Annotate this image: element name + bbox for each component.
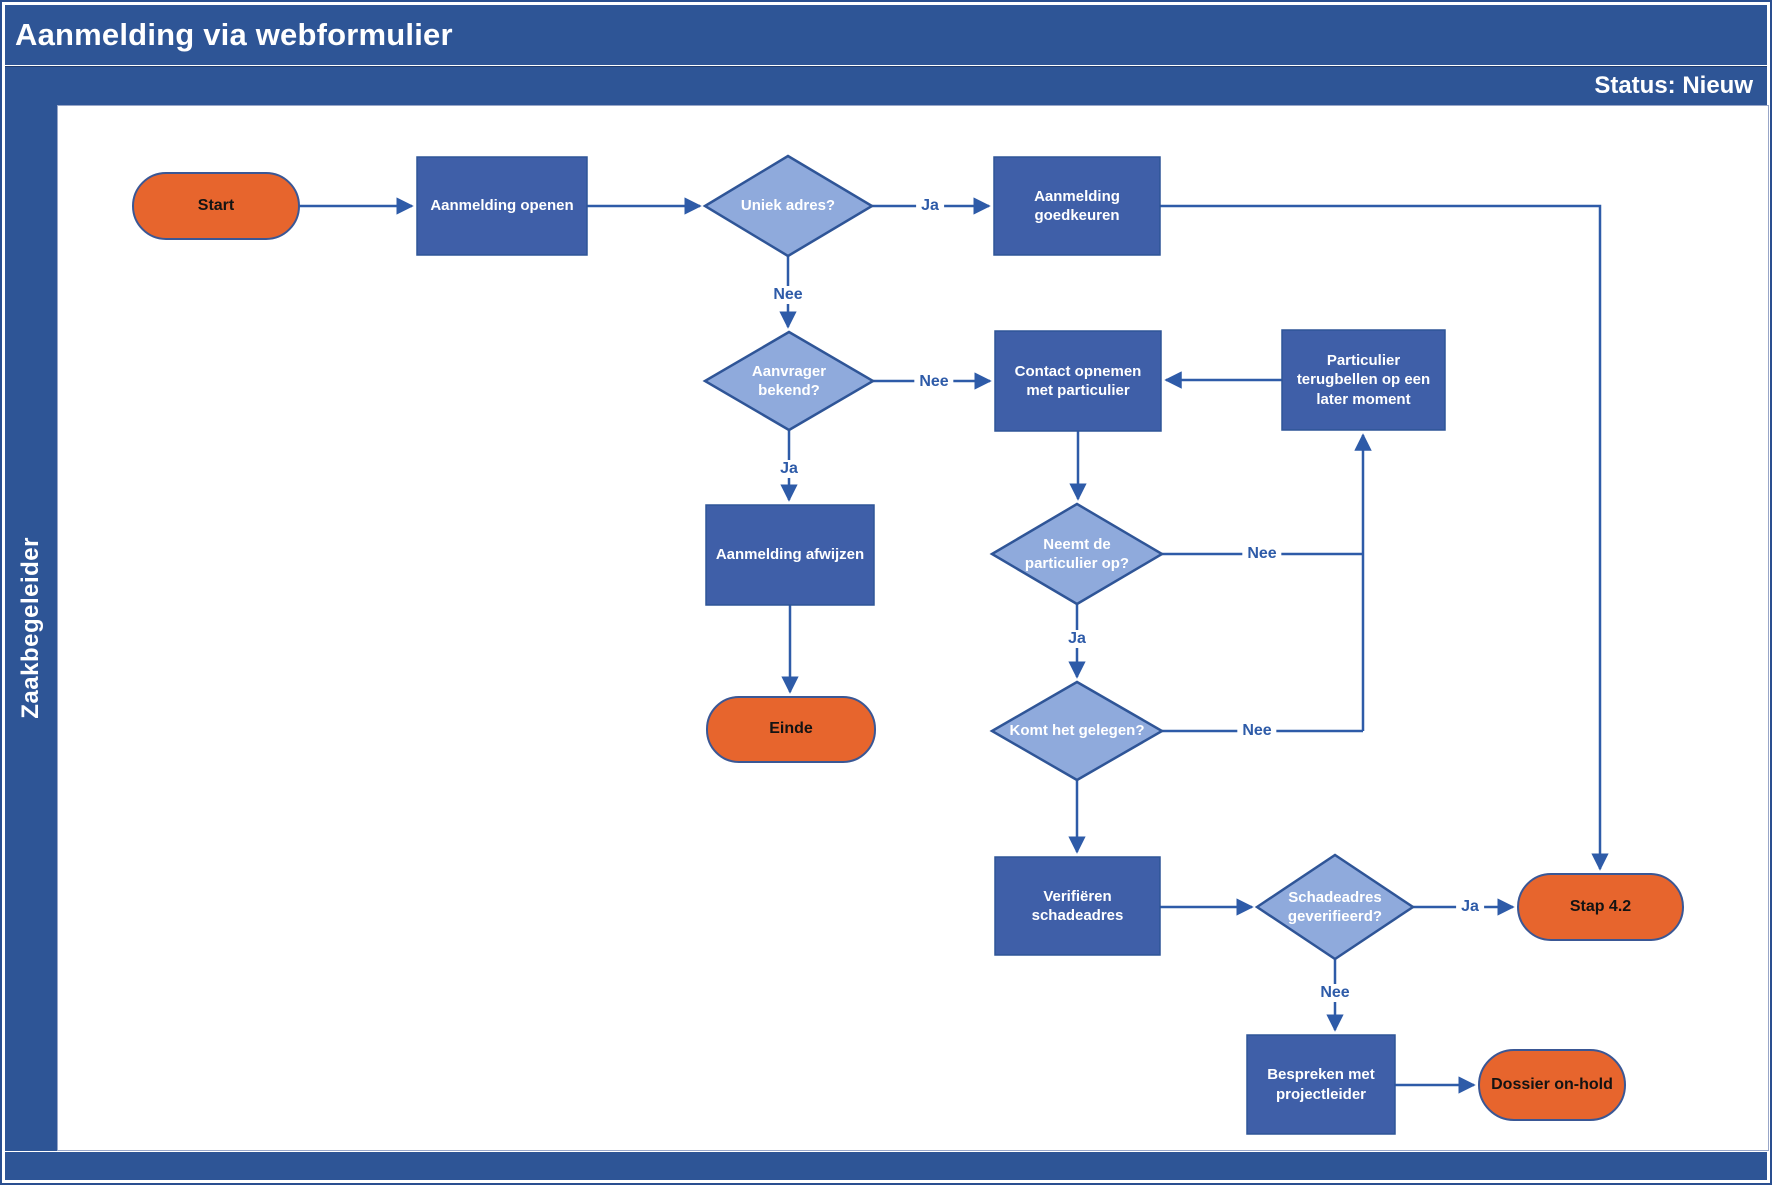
uniek-adres-node: Uniek adres? — [740, 197, 836, 215]
edge-label-neemt-ja: Ja — [1063, 630, 1091, 648]
terminator-group — [132, 172, 1684, 1121]
neemt-particulier-shape — [989, 502, 1165, 606]
edge-label-aanvrager-nee: Nee — [914, 373, 954, 391]
flowchart-canvas — [57, 105, 1769, 1151]
komt-gelegen-node: Komt het gelegen? — [1009, 722, 1145, 740]
stap42-node-shape — [1517, 873, 1684, 941]
connector-group — [299, 197, 1609, 1094]
bespreken-projectleider-node: Bespreken met projectleider — [1267, 1066, 1375, 1103]
contact-opnemen-shape — [994, 330, 1162, 432]
edge-label-uniek-nee: Nee — [768, 286, 808, 304]
edge-label-aanvrager-ja: Ja — [775, 460, 803, 478]
edge-label-schade-ja: Ja — [1456, 898, 1484, 916]
aanmelding-openen-shape — [416, 156, 588, 256]
aanvrager-bekend-shape — [702, 330, 876, 432]
edge-label-neemt-nee: Nee — [1242, 545, 1282, 563]
start-node: Start — [197, 196, 235, 214]
edge-goedkeuren-stap42 — [1160, 204, 1609, 871]
aanmelding-afwijzen-node: Aanmelding afwijzen — [715, 546, 865, 564]
particulier-terugbellen-node: Particulier terugbellen op een later mom… — [1296, 351, 1431, 408]
neemt-particulier-node: Neemt de particulier op? — [1024, 535, 1130, 573]
particulier-terugbellen-shape — [1281, 329, 1446, 431]
edge-label-schade-nee: Nee — [1315, 984, 1355, 1002]
schadeadres-geverifieerd-node: Schadeadres geverifieerd? — [1287, 888, 1383, 926]
status-badge: Status: Nieuw — [1594, 72, 1753, 99]
edge-label-uniek-ja: Ja — [916, 197, 944, 215]
aanmelding-openen-node: Aanmelding openen — [430, 197, 574, 215]
title-bar: Aanmelding via webformulier — [5, 5, 1767, 65]
status-bar: Status: Nieuw — [5, 66, 1767, 105]
einde-node: Einde — [769, 720, 813, 738]
stap42-node: Stap 4.2 — [1569, 897, 1632, 915]
aanmelding-goedkeuren-node: Aanmelding goedkeuren — [1034, 187, 1120, 225]
komt-gelegen-shape — [989, 680, 1165, 782]
page-title: Aanmelding via webformulier — [15, 17, 453, 52]
uniek-adres-shape — [702, 154, 875, 258]
einde-node-shape — [706, 696, 876, 763]
schadeadres-geverifieerd-shape — [1254, 853, 1416, 961]
process-group — [416, 156, 1446, 1135]
edge-label-komt-nee: Nee — [1237, 722, 1277, 740]
bespreken-projectleider-shape — [1246, 1034, 1396, 1135]
verifieren-schadeadres-shape — [994, 856, 1161, 956]
aanmelding-goedkeuren-shape — [993, 156, 1161, 256]
dossier-node-shape — [1478, 1049, 1626, 1121]
decision-group — [702, 154, 1416, 961]
verifieren-schadeadres-node: Verifiëren schadeadres — [1031, 887, 1124, 925]
dossier-on-hold-node: Dossier on-hold — [1491, 1075, 1613, 1093]
swimlane-header: Zaakbegeleider — [5, 105, 57, 1151]
footer-strip — [5, 1152, 1767, 1180]
aanmelding-afwijzen-shape — [705, 504, 875, 606]
contact-opnemen-node: Contact opnemen met particulier — [1014, 362, 1142, 400]
aanvrager-bekend-node: Aanvrager bekend? — [751, 362, 827, 400]
start-node-shape — [132, 172, 300, 240]
